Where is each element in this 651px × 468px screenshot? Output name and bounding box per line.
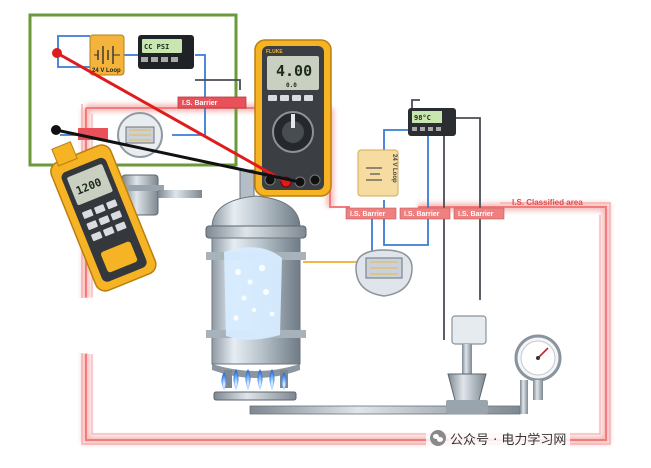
- svg-text:4.00: 4.00: [276, 62, 312, 80]
- control-valve: [446, 315, 488, 414]
- watermark-text: 公众号 · 电力学习网: [450, 432, 567, 448]
- gas-supply-pipe: [249, 380, 528, 415]
- temperature-indicator: 98°C: [408, 108, 456, 136]
- pressure-transmitter: [117, 112, 163, 158]
- svg-text:I.S. Barrier: I.S. Barrier: [404, 211, 440, 218]
- svg-text:98°C: 98°C: [414, 114, 431, 122]
- svg-text:CC PSI: CC PSI: [144, 43, 169, 51]
- classified-area-label: I.S. Classified area: [512, 198, 583, 207]
- is-barrier-top: I.S. Barrier: [177, 96, 247, 109]
- calibration-boundary-box: [28, 13, 238, 167]
- wechat-icon: [430, 430, 446, 446]
- pressure-gauge: [514, 334, 562, 400]
- test-leads: [51, 48, 301, 184]
- svg-text:24 V Loop: 24 V Loop: [391, 154, 397, 183]
- clamp-meter: 1200: [50, 141, 157, 292]
- svg-text:0.0: 0.0: [286, 82, 297, 89]
- watermark: 公众号 · 电力学习网: [426, 428, 571, 448]
- temperature-transmitter: [355, 249, 413, 297]
- loop-power-supply: 24 V Loop: [89, 34, 125, 76]
- process-controller: CC PSI: [138, 35, 194, 69]
- svg-text:I.S. Barrier: I.S. Barrier: [458, 211, 494, 218]
- is-barrier-row: I.S. Barrier I.S. Barrier I.S. Barrier: [345, 207, 505, 220]
- burner-flames: [213, 369, 297, 401]
- digital-multimeter: FLUKE 4.00 0.0: [254, 39, 332, 197]
- svg-text:I.S. Barrier: I.S. Barrier: [182, 100, 218, 107]
- svg-text:24 V Loop: 24 V Loop: [92, 68, 121, 74]
- loop-power-supply-right: 24 V Loop: [357, 149, 399, 197]
- occlusion-blob: [48, 297, 190, 356]
- process-vessel: [205, 169, 307, 388]
- svg-text:I.S. Barrier: I.S. Barrier: [350, 211, 386, 218]
- svg-text:FLUKE: FLUKE: [266, 49, 283, 55]
